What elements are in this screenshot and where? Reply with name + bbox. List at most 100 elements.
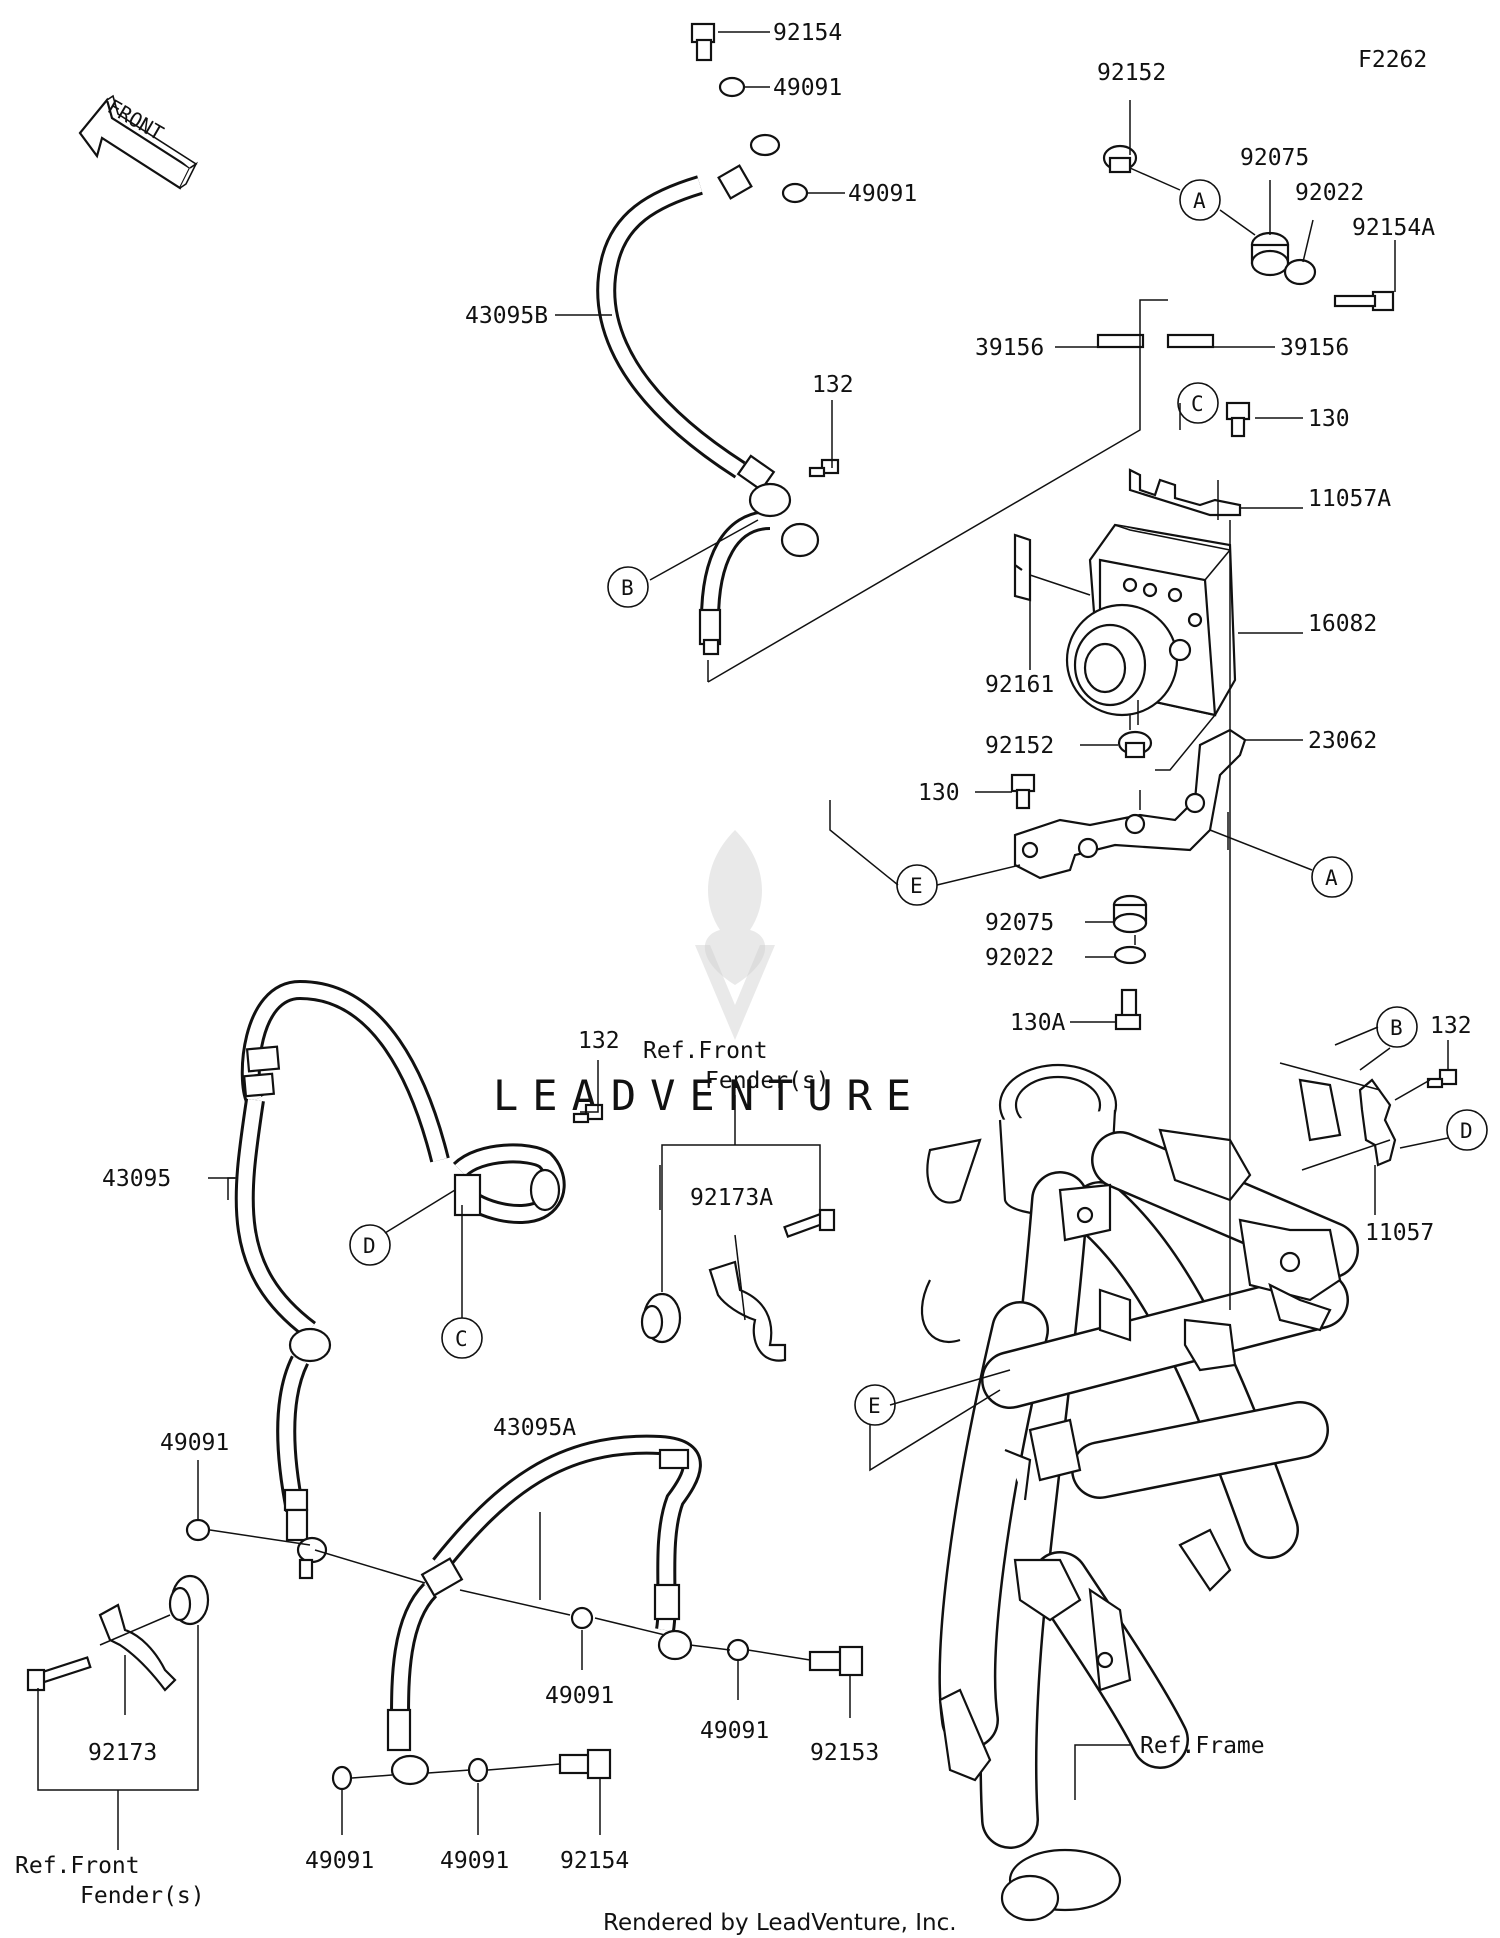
diagram-code: F2262: [1358, 47, 1427, 73]
callout-e-mid: E: [896, 864, 938, 906]
label-11057: 11057: [1365, 1220, 1434, 1246]
collar-92152-mid: [1117, 730, 1153, 759]
watermark: LEADVENTURE: [493, 830, 911, 1120]
ref-front-fender-top-line2: Fender(s): [705, 1068, 830, 1094]
washer-49091-top1: [718, 76, 746, 98]
label-92153: 92153: [810, 1740, 879, 1766]
svg-text:C: C: [455, 1327, 468, 1351]
collar-92152-top: [1102, 144, 1138, 174]
bracket-11057: [1358, 1078, 1397, 1167]
label-92022-top: 92022: [1295, 180, 1364, 206]
label-49091-top2: 49091: [848, 181, 917, 207]
callout-b-top: B: [607, 566, 649, 608]
label-39156-left: 39156: [975, 335, 1044, 361]
bolt-130A: [1114, 988, 1142, 1031]
bolt-132-right: [1426, 1068, 1458, 1089]
part-labels: 92154 49091 49091 43095B 132 92152 92075…: [15, 20, 1472, 1909]
svg-text:D: D: [1460, 1119, 1473, 1143]
bolt-92173: [26, 1656, 92, 1692]
callout-e-lower: E: [854, 1384, 896, 1426]
callout-d-right: D: [1446, 1109, 1488, 1151]
label-43095B: 43095B: [465, 303, 548, 329]
label-39156-left-shape: [1096, 333, 1145, 349]
ref-front-fender-bottom-line1: Ref.Front: [15, 1853, 140, 1879]
label-49091-top1: 49091: [773, 75, 842, 101]
label-130-top: 130: [1308, 406, 1350, 432]
washer-92022-mid: [1113, 945, 1147, 965]
label-92154-top: 92154: [773, 20, 842, 46]
label-92173A: 92173A: [690, 1185, 773, 1211]
washer-49091-bot2: [467, 1757, 489, 1783]
clamp-92173: [26, 1574, 210, 1692]
bracket-11057A: [1128, 468, 1242, 517]
label-130A: 130A: [1010, 1010, 1066, 1036]
label-49091-bot1: 49091: [305, 1848, 374, 1874]
clip-92161: [1013, 533, 1032, 602]
label-43095A: 43095A: [493, 1415, 576, 1441]
frame: [920, 1063, 1359, 1922]
hose-43095B: [596, 133, 820, 656]
callout-c-top: C: [1177, 382, 1219, 424]
bolt-130-top: [1225, 401, 1251, 438]
label-43095: 43095: [102, 1166, 171, 1192]
washer-92022-top: [1283, 258, 1317, 286]
label-132-right: 132: [1430, 1013, 1472, 1039]
label-11057A: 11057A: [1308, 486, 1391, 512]
ref-frame-label: Ref.Frame: [1140, 1733, 1265, 1759]
label-92152-top: 92152: [1097, 60, 1166, 86]
svg-text:E: E: [910, 874, 923, 898]
svg-text:D: D: [363, 1234, 376, 1258]
front-direction-arrow: FRONT: [78, 94, 199, 190]
svg-text:A: A: [1325, 866, 1338, 890]
leader-lines: [37, 31, 1449, 1850]
bolt-92153: [808, 1645, 864, 1677]
washer-49091-mid1: [570, 1606, 594, 1630]
label-92154-bottom: 92154: [560, 1848, 629, 1874]
svg-text:B: B: [1390, 1016, 1403, 1040]
label-39156-right-shape: [1166, 333, 1215, 349]
svg-text:C: C: [1191, 392, 1204, 416]
bolt-132-top: [808, 458, 840, 478]
bolt-92154A: [1333, 290, 1395, 312]
label-130-mid: 130: [918, 780, 960, 806]
bolt-92154-top: [690, 22, 716, 62]
label-92075-top: 92075: [1240, 145, 1309, 171]
label-49091-bot2: 49091: [440, 1848, 509, 1874]
label-92173: 92173: [88, 1740, 157, 1766]
callout-c-mid: C: [441, 1317, 483, 1359]
label-49091-left: 49091: [160, 1430, 229, 1456]
bolt-92173A: [783, 1208, 836, 1238]
label-23062: 23062: [1308, 728, 1377, 754]
ref-front-fender-bottom-line2: Fender(s): [80, 1883, 205, 1909]
label-39156-right: 39156: [1280, 335, 1349, 361]
washer-49091-top2: [781, 182, 809, 204]
label-92075-mid: 92075: [985, 910, 1054, 936]
svg-text:E: E: [868, 1394, 881, 1418]
label-132-mid: 132: [578, 1028, 620, 1054]
bolt-130-mid: [1010, 773, 1036, 810]
washer-49091-mid2: [726, 1638, 750, 1662]
label-92022-mid: 92022: [985, 945, 1054, 971]
svg-text:A: A: [1193, 189, 1206, 213]
label-92154A: 92154A: [1352, 215, 1435, 241]
bolt-92154-bottom: [558, 1748, 612, 1780]
label-49091-mid1: 49091: [545, 1683, 614, 1709]
footer-credit: Rendered by LeadVenture, Inc.: [603, 1910, 957, 1936]
abs-unit-16082: [1065, 523, 1237, 717]
hose-43095A: [386, 1434, 702, 1786]
hose-43095: [234, 979, 566, 1580]
callout-a-top: A: [1179, 179, 1221, 221]
label-92152-mid: 92152: [985, 733, 1054, 759]
label-49091-mid2: 49091: [700, 1718, 769, 1744]
callout-a-mid: A: [1311, 856, 1353, 898]
grommet-92075-mid: [1112, 894, 1148, 934]
label-16082: 16082: [1308, 611, 1377, 637]
ref-front-fender-top-line1: Ref.Front: [643, 1038, 768, 1064]
label-92161: 92161: [985, 672, 1054, 698]
callout-b-right: B: [1376, 1006, 1418, 1048]
label-132-top: 132: [812, 372, 854, 398]
callout-d-mid: D: [349, 1224, 391, 1266]
svg-text:B: B: [621, 576, 634, 600]
clamp-92173A: [640, 1208, 836, 1362]
